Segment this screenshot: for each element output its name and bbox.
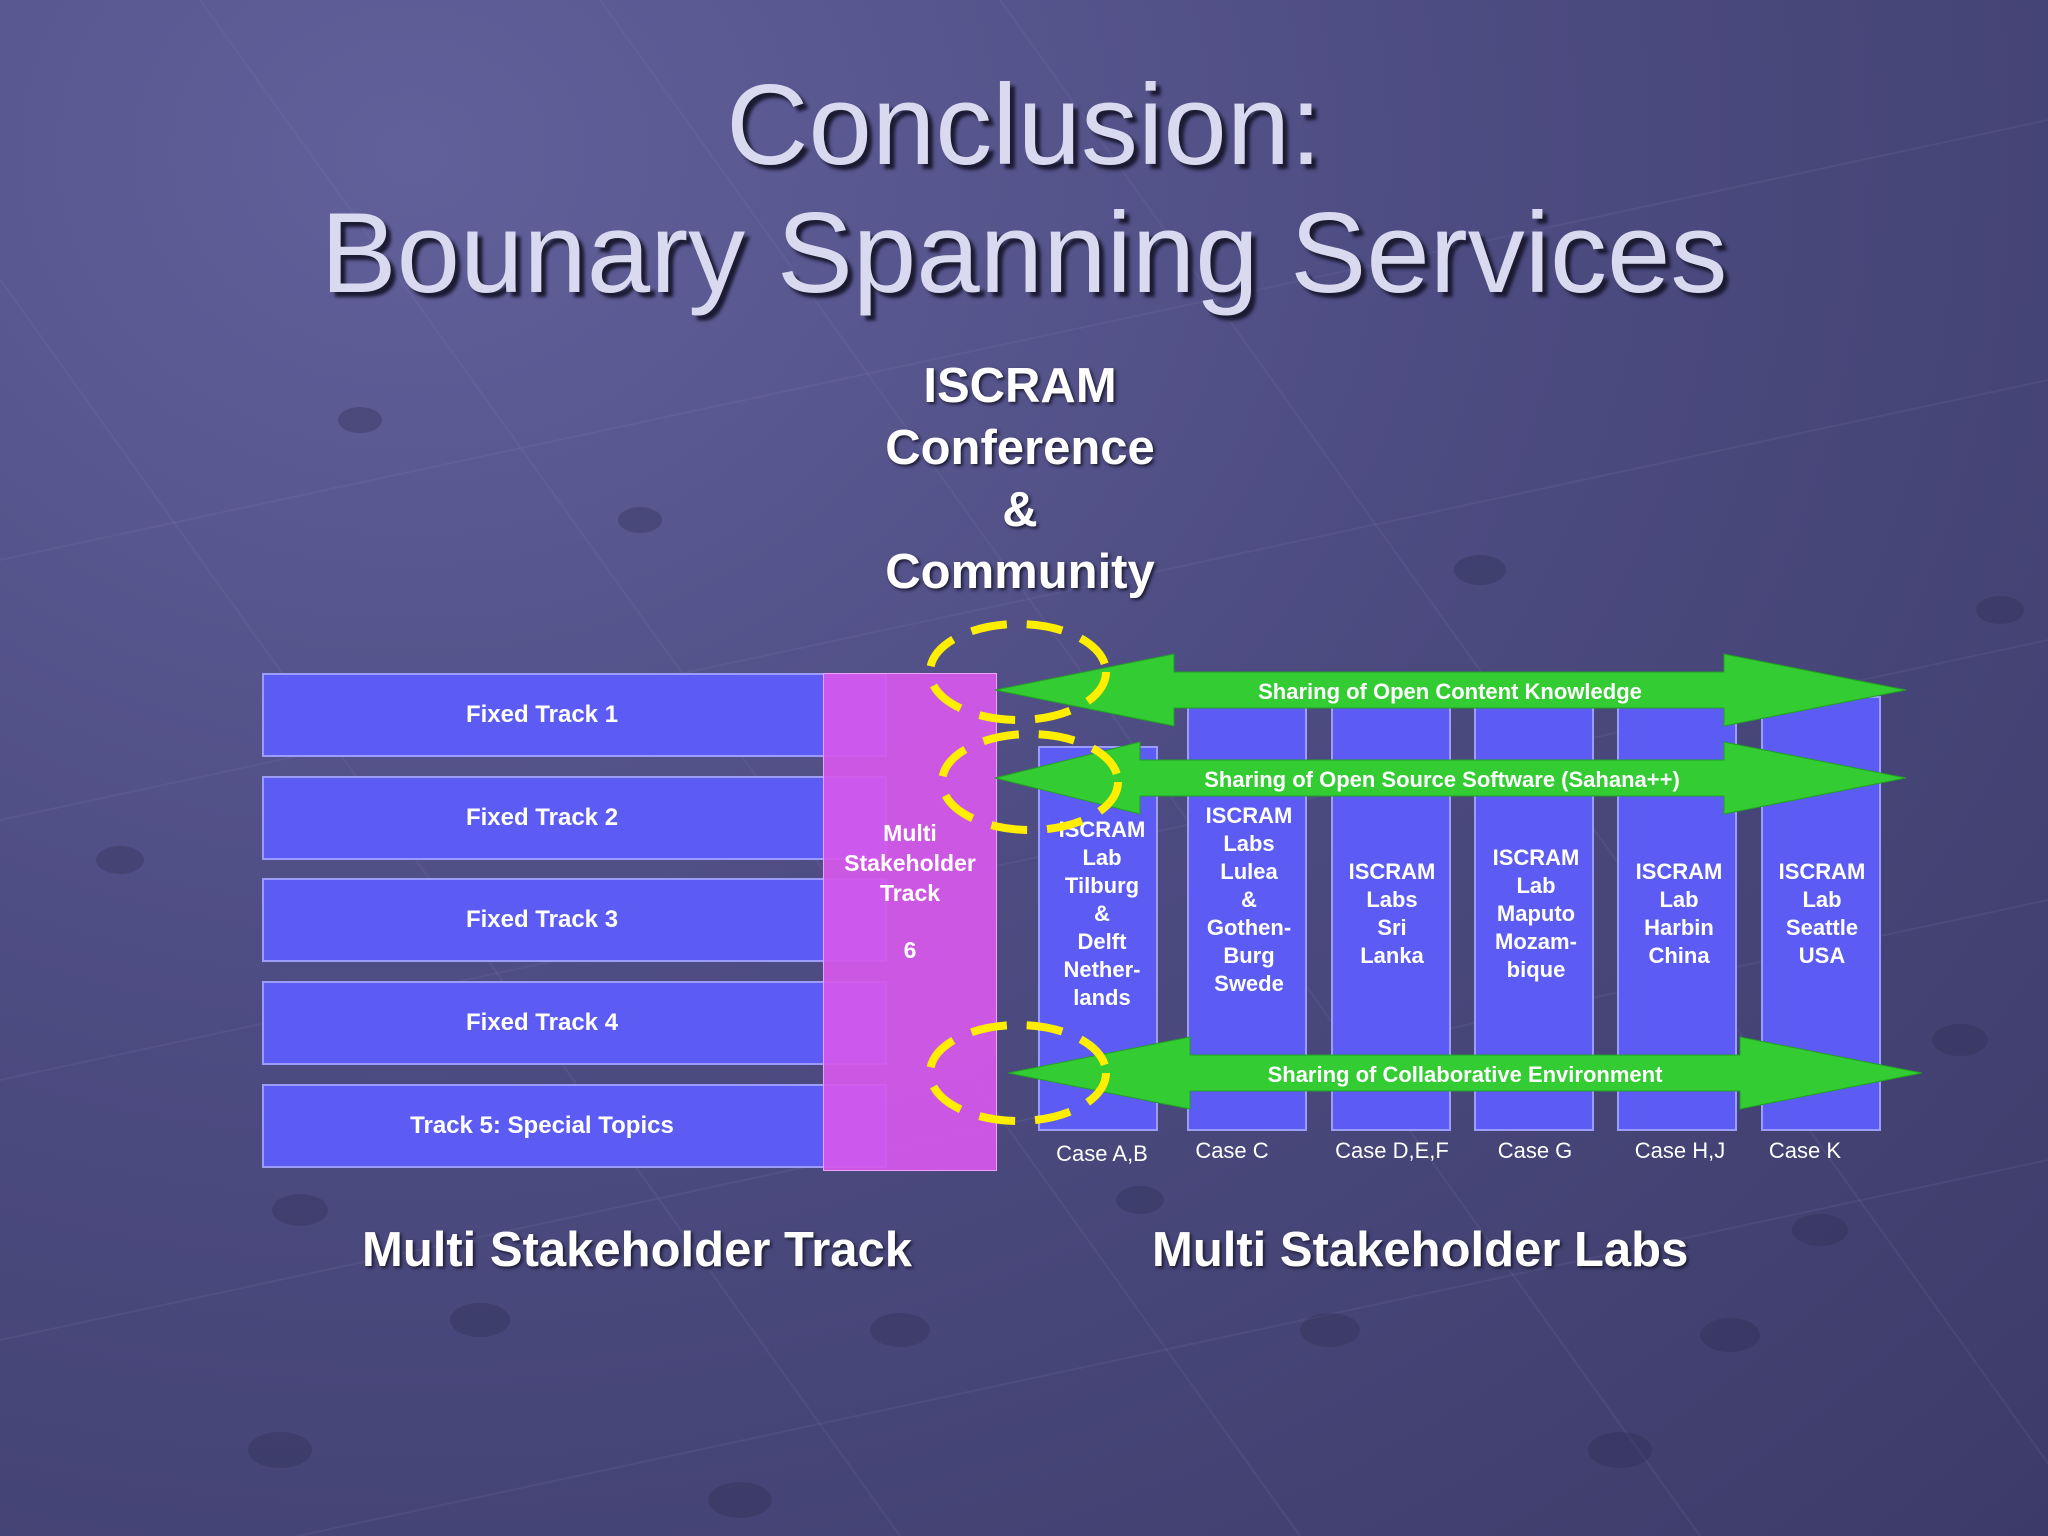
lab-text-line: Burg <box>1223 943 1275 968</box>
lab-text-line: Mozam- <box>1495 929 1577 954</box>
lab-text-line: Sri <box>1377 915 1407 940</box>
multi-track-label-line: Stakeholder <box>844 850 976 876</box>
arrow-open-content: Sharing of Open Content Knowledge <box>994 653 1907 727</box>
double-arrow-shape <box>1007 1036 1923 1110</box>
dashed-highlight-ellipse <box>938 730 1122 834</box>
track-label: Fixed Track 2 <box>465 804 619 831</box>
multi-stakeholder-track-caption: Multi Stakeholder Track <box>362 1223 913 1277</box>
multi-stakeholder-track-label: Multi Stakeholder Track <box>823 818 997 908</box>
case-label-h-j: Case H,J <box>1634 1138 1726 1163</box>
lab-text-line: Labs <box>1223 831 1275 856</box>
lab-tilburg-delft-text: ISCRAM Lab Tilburg & Delft Nether- lands <box>1032 816 1172 1012</box>
lab-sri-lanka-text: ISCRAM Labs Sri Lanka <box>1322 858 1462 970</box>
slide-title-line2: Bounary Spanning Services <box>320 190 1728 317</box>
case-label-a-b: Case A,B <box>1056 1141 1148 1166</box>
case-label-g: Case G <box>1497 1138 1573 1163</box>
multi-stakeholder-track-box <box>823 673 997 1171</box>
lab-text-line: Harbin <box>1644 915 1714 940</box>
lab-text-line: ISCRAM <box>1778 859 1866 884</box>
lab-lulea-gothenburg-text: ISCRAM Labs Lulea & Gothen- Burg Swede <box>1179 802 1319 998</box>
slide-title-line1: Conclusion: <box>726 62 1322 189</box>
lab-text-line: Lab <box>1516 873 1556 898</box>
lab-text-line: Delft <box>1077 929 1127 954</box>
lab-text-line: Lab <box>1082 845 1122 870</box>
double-arrow-shape <box>994 741 1907 815</box>
lab-text-line: ISCRAM <box>1348 859 1436 884</box>
case-label-k: Case K <box>1768 1138 1842 1163</box>
lab-text-line: Swede <box>1214 971 1284 996</box>
fixed-track-2-box: Fixed Track 2 <box>262 776 887 860</box>
lab-text-line: USA <box>1798 943 1846 968</box>
lab-text-line: Maputo <box>1496 901 1576 926</box>
heading-line: Conference <box>885 421 1155 475</box>
dashed-highlight-ellipse <box>926 1021 1110 1125</box>
lab-text-line: lands <box>1073 985 1131 1010</box>
multi-track-number: 6 <box>903 937 917 963</box>
iscram-conference-heading: ISCRAM Conference & Community <box>860 355 1180 603</box>
lab-harbin-text: ISCRAM Lab Harbin China <box>1609 858 1749 970</box>
lab-text-line: Gothen- <box>1206 915 1292 940</box>
lab-text-line: China <box>1648 943 1710 968</box>
lab-text-line: Seattle <box>1785 915 1859 940</box>
fixed-track-1-box: Fixed Track 1 <box>262 673 887 757</box>
heading-line: Community <box>885 545 1155 599</box>
track-label: Fixed Track 1 <box>465 701 619 728</box>
lab-text-line: Lab <box>1659 887 1699 912</box>
lab-maputo-text: ISCRAM Lab Maputo Mozam- bique <box>1466 844 1606 984</box>
arrow-label: Sharing of Open Source Software (Sahana+… <box>1204 767 1680 792</box>
lab-text-line: & <box>1094 901 1110 926</box>
special-topics-track-box: Track 5: Special Topics <box>262 1084 887 1168</box>
lab-text-line: ISCRAM <box>1492 845 1580 870</box>
lab-text-line: Nether- <box>1063 957 1141 982</box>
track-label: Track 5: Special Topics <box>410 1112 674 1139</box>
arrow-collaborative-env: Sharing of Collaborative Environment <box>1007 1036 1923 1110</box>
lab-text-line: ISCRAM <box>1205 803 1293 828</box>
multi-track-label-line: Multi <box>883 820 937 846</box>
lab-text-line: ISCRAM <box>1635 859 1723 884</box>
heading-line: & <box>1002 483 1038 537</box>
lab-seattle-text: ISCRAM Lab Seattle USA <box>1752 858 1892 970</box>
arrow-open-source: Sharing of Open Source Software (Sahana+… <box>994 741 1907 815</box>
arrow-label: Sharing of Collaborative Environment <box>1268 1062 1664 1087</box>
track-label: Fixed Track 3 <box>465 906 619 933</box>
multi-stakeholder-labs-caption: Multi Stakeholder Labs <box>1152 1223 1689 1277</box>
lab-text-line: Labs <box>1366 887 1418 912</box>
lab-text-line: Tilburg <box>1064 873 1140 898</box>
multi-track-label-line: Track <box>879 880 941 906</box>
heading-line: ISCRAM <box>923 359 1117 413</box>
dashed-highlight-ellipse <box>926 620 1110 724</box>
lab-text-line: & <box>1241 887 1257 912</box>
track-label: Fixed Track 4 <box>465 1009 619 1036</box>
lab-text-line: Lulea <box>1220 859 1278 884</box>
lab-text-line: Lab <box>1802 887 1842 912</box>
case-label-d-e-f: Case D,E,F <box>1335 1138 1449 1163</box>
double-arrow-shape <box>994 653 1907 727</box>
fixed-track-4-box: Fixed Track 4 <box>262 981 887 1065</box>
arrow-label: Sharing of Open Content Knowledge <box>1258 679 1642 704</box>
lab-text-line: bique <box>1506 957 1566 982</box>
lab-text-line: Lanka <box>1360 943 1424 968</box>
fixed-track-3-box: Fixed Track 3 <box>262 878 887 962</box>
case-label-c: Case C <box>1195 1138 1269 1163</box>
